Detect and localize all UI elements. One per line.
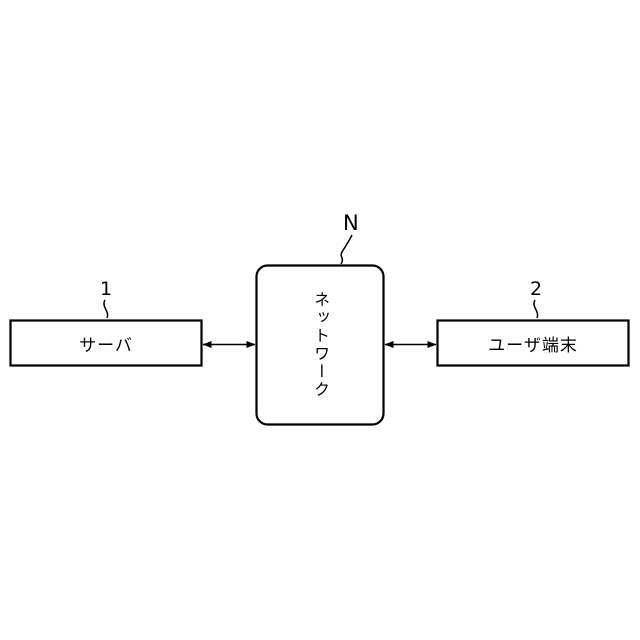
leader-line-network [340, 234, 353, 265]
network-box[interactable] [255, 264, 385, 426]
leader-line-server [103, 299, 109, 319]
leader-line-terminal [533, 299, 539, 319]
server-box[interactable] [9, 319, 203, 367]
terminal-box[interactable] [436, 319, 630, 367]
